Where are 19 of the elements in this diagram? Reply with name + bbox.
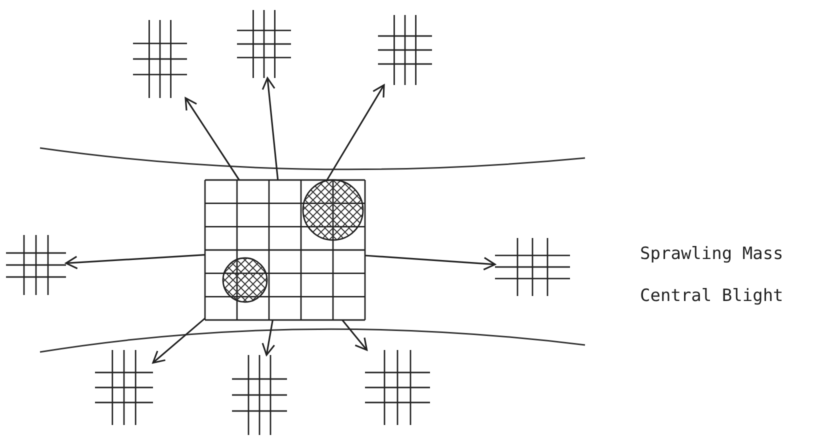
- street-grid-icon: [133, 20, 187, 98]
- arrow: [326, 84, 385, 180]
- arrow: [262, 320, 276, 356]
- street-grid-icon: [237, 10, 291, 78]
- arrow: [184, 97, 240, 180]
- label-text: Central Blight: [640, 286, 784, 306]
- arrow: [342, 320, 368, 351]
- street-grid-icon: [95, 350, 153, 425]
- street-grid-icon: [495, 238, 570, 296]
- arrow: [262, 77, 279, 180]
- street-grid-icon: [365, 350, 430, 425]
- street-grid-icon: [6, 235, 66, 295]
- arrow: [152, 318, 206, 364]
- arrow: [364, 254, 496, 270]
- street-grid-icon: [232, 355, 287, 435]
- city-grid-drawing: [205, 180, 365, 320]
- street-grid-icon: [378, 15, 432, 85]
- label-text: Sprawling Mass: [640, 244, 784, 264]
- arrow: [65, 254, 206, 270]
